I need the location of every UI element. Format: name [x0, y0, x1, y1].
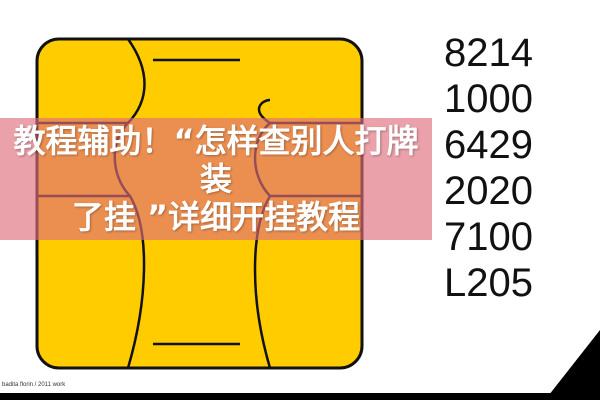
number-2: 1000: [444, 77, 533, 121]
number-1: 8214: [444, 31, 533, 75]
title-banner: 教程辅助！“怎样查别人打牌装 了挂 ”详细开挂教程: [0, 118, 432, 240]
banner-line-1: 教程辅助！“怎样查别人打牌装: [13, 122, 419, 198]
corner-triangle: [545, 330, 600, 400]
bottom-bar: [0, 393, 600, 400]
number-5: 7100: [444, 215, 533, 259]
number-6: L205: [444, 261, 533, 305]
credit-text: badita florin / 2011 work: [2, 382, 66, 388]
number-list: 8214 1000 6429 2020 7100 L205: [444, 30, 584, 306]
number-3: 6429: [444, 123, 533, 167]
banner-line-2: 了挂 ”详细开挂教程: [71, 198, 361, 236]
number-4: 2020: [444, 169, 533, 213]
